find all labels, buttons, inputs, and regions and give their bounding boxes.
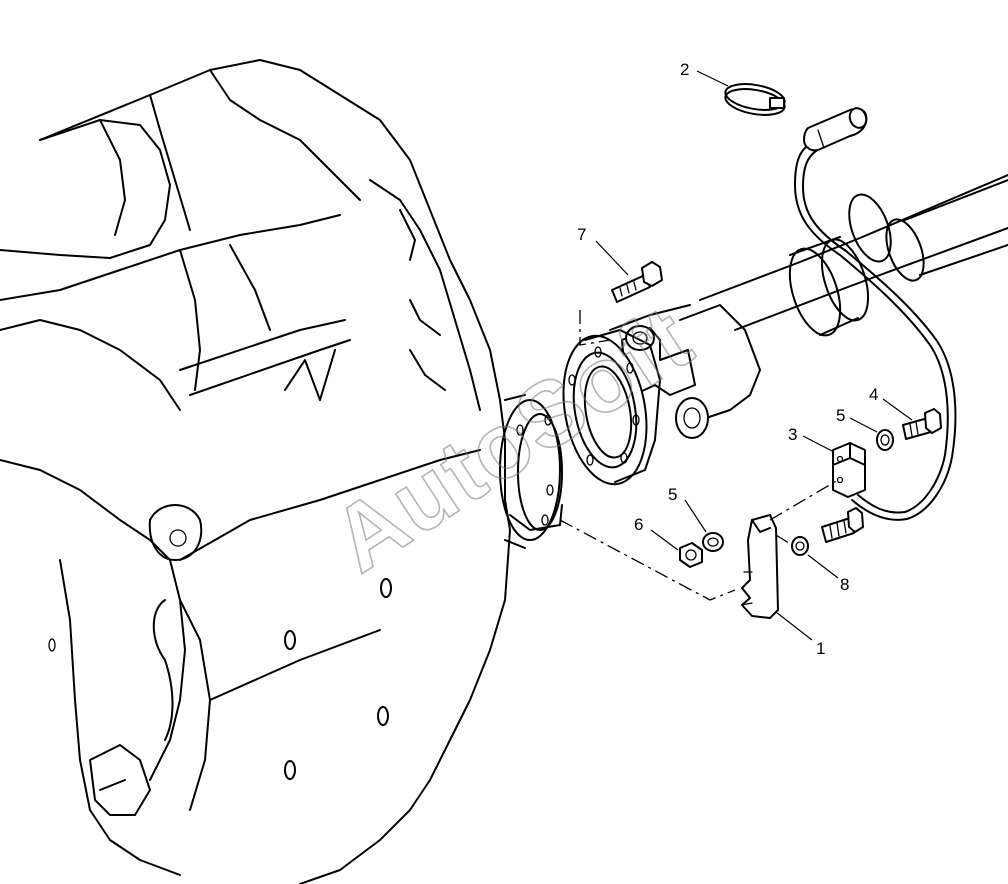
drive-shaft xyxy=(562,174,1008,486)
callout-5-upper: 5 xyxy=(836,406,845,425)
sensor-bracket-part-3 xyxy=(832,442,866,498)
washer-part-5-upper xyxy=(876,429,894,451)
output-flange xyxy=(499,394,563,549)
transmission-housing xyxy=(0,59,511,884)
callout-4: 4 xyxy=(869,385,878,404)
bolt-part-4 xyxy=(902,408,942,440)
callout-7: 7 xyxy=(577,225,586,244)
callout-1: 1 xyxy=(816,639,825,658)
callout-leaders xyxy=(595,70,913,641)
callout-5-lower: 5 xyxy=(668,485,677,504)
bracket-part-1 xyxy=(741,514,779,619)
nut-part-6 xyxy=(679,542,703,568)
lock-washer-part-8 xyxy=(791,536,809,556)
washer-part-5-lower xyxy=(702,532,724,552)
callout-2: 2 xyxy=(680,60,689,79)
autosoft-watermark: AutoSoft xyxy=(315,286,710,592)
assembly-center-lines xyxy=(559,310,839,601)
hose-clamp-part-2 xyxy=(724,83,786,116)
callout-6: 6 xyxy=(634,515,643,534)
speed-sensor-cable xyxy=(794,107,957,521)
callout-numbers: 2 7 4 5 3 5 6 8 1 xyxy=(577,60,878,658)
callout-3: 3 xyxy=(788,425,797,444)
bolt-part-7 xyxy=(611,261,663,303)
bracket-bolt xyxy=(821,507,864,543)
callout-8: 8 xyxy=(840,575,849,594)
